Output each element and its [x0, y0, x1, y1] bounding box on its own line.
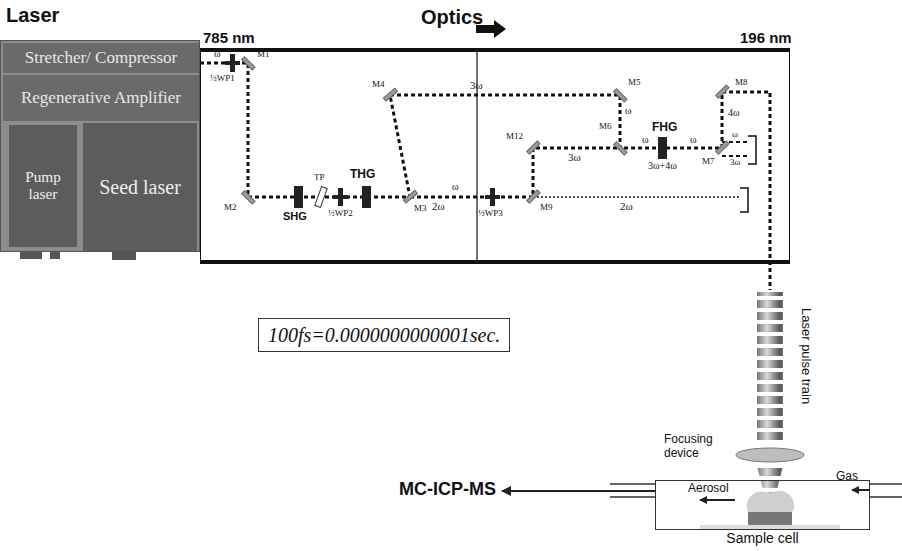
laser-foot: [112, 252, 136, 260]
flow-connector: [502, 490, 655, 492]
pulse-train: [757, 292, 783, 442]
component-label: ω: [214, 49, 221, 59]
sample-cell: Sample cell: [655, 480, 870, 530]
lens: [736, 448, 804, 462]
thin-plate: [315, 187, 327, 208]
wavelength-label: 785 nm: [203, 30, 255, 45]
component-label: M2: [224, 203, 237, 212]
note-box: 100fs=0.0000000000001sec.: [258, 318, 510, 352]
beam-path: [200, 63, 770, 290]
component-label: SHG: [283, 211, 307, 222]
component-label: 3ω: [568, 152, 581, 163]
focusing-lens: Focusing device: [736, 447, 804, 463]
cell-label: Sample cell: [656, 530, 869, 546]
component-label: ω: [625, 106, 632, 116]
crystal: [294, 137, 667, 208]
component-label: M8: [735, 78, 748, 87]
laser-foot: [20, 252, 42, 259]
component-label: TP: [314, 173, 325, 182]
component-label: 3ω+4ω: [648, 161, 677, 171]
component-label: M4: [372, 80, 385, 89]
component-label: M6: [599, 122, 612, 131]
component-label: ½WP3: [478, 209, 503, 218]
beam-dump: [748, 136, 756, 164]
module-name: Pump laser: [11, 169, 75, 203]
section-heading: Optics: [421, 6, 483, 29]
component-label: M1: [257, 50, 270, 59]
component-label: ω: [642, 135, 649, 145]
component-label: 4ω: [728, 108, 740, 118]
beam-path: [533, 196, 740, 198]
box-text: 100fs=0.0000000000001sec.: [268, 324, 500, 346]
aerosol-plume: [747, 491, 794, 512]
beam-label: Laser pulse train: [800, 308, 813, 404]
mirror: [242, 57, 729, 204]
laser-module: Seed laser: [83, 123, 197, 251]
module-name: Stretcher/ Compressor: [25, 49, 178, 68]
sample: [748, 512, 792, 525]
component-label: ω: [452, 182, 459, 192]
component-label: ω: [690, 135, 697, 145]
laser-module: Regenerative Amplifier: [3, 75, 199, 121]
flow-arrow: [700, 499, 735, 501]
waveplate: [225, 54, 500, 206]
component-label: THG: [350, 168, 375, 180]
component-label: M12: [506, 132, 523, 141]
optics-bench: Optics: [200, 48, 790, 264]
beam-dump: [740, 188, 748, 212]
component-label: M9: [540, 203, 553, 212]
component-label: ½WP2: [328, 209, 353, 218]
laser-housing: LaserStretcher/ CompressorRegenerative A…: [0, 40, 200, 252]
component-label: M5: [628, 78, 641, 87]
box-text: MC-ICP-MS: [399, 480, 496, 500]
section-heading: Laser: [6, 4, 59, 27]
instrument-label: MC-ICP-MS: [395, 478, 500, 502]
component-label: 3ω: [470, 80, 483, 91]
component-label: ½WP1: [210, 74, 235, 83]
module-name: Seed laser: [99, 176, 181, 198]
component-label: 2ω: [432, 201, 445, 212]
component-label: ω: [732, 130, 738, 139]
flow-label: Aerosol: [688, 482, 729, 494]
wavelength-label: 196 nm: [740, 30, 792, 45]
flow-arrow: [852, 489, 870, 491]
lens-label: Focusing device: [664, 433, 730, 461]
module-name: Regenerative Amplifier: [21, 89, 181, 108]
component-label: M3: [414, 204, 427, 213]
component-label: M7: [702, 157, 715, 166]
laser-foot: [50, 252, 60, 259]
component-label: FHG: [652, 121, 677, 133]
component-label: 2ω: [620, 201, 633, 212]
component-label: 3ω: [730, 158, 740, 167]
laser-module: Pump laser: [9, 125, 77, 247]
flow-label: Gas: [836, 470, 858, 482]
laser-module: Stretcher/ Compressor: [3, 43, 199, 73]
